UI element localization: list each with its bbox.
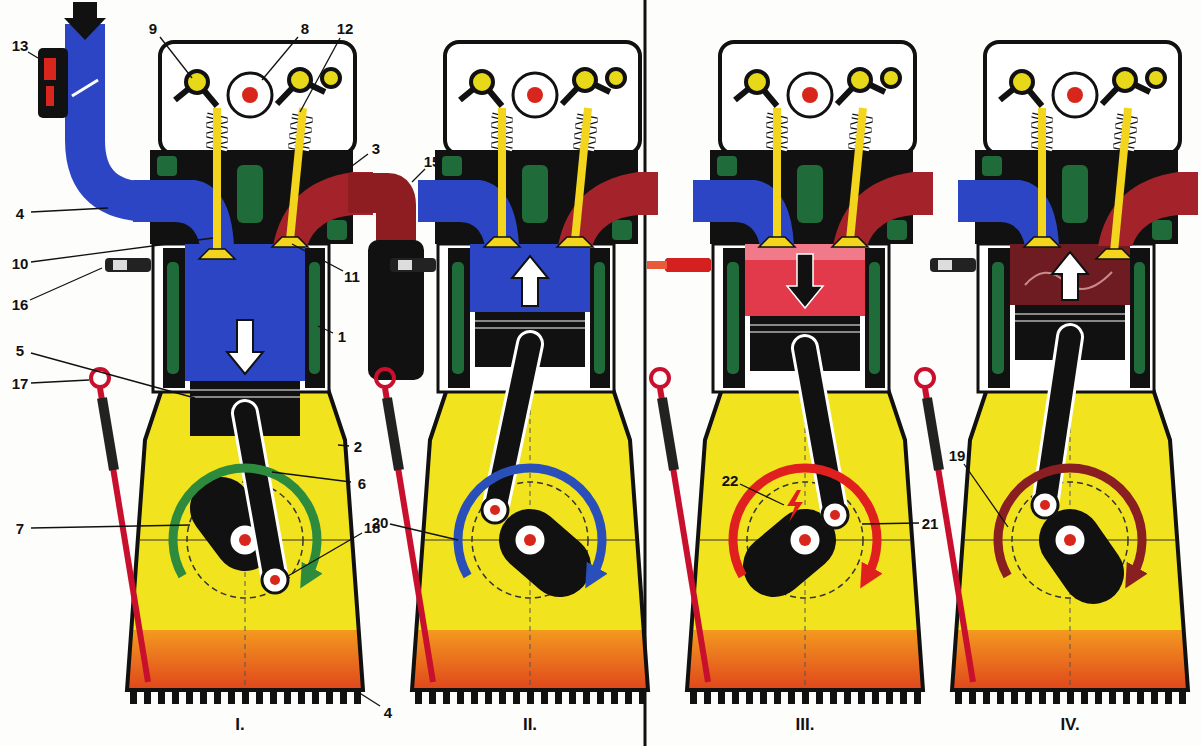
callout-number: 19 <box>949 448 966 463</box>
callout-number: 10 <box>12 256 29 271</box>
callout-number: 17 <box>12 376 29 391</box>
leader-lines <box>28 37 1008 706</box>
callout-number: 16 <box>12 297 29 312</box>
callout-number: 5 <box>16 343 24 358</box>
callout-number: 4 <box>16 206 24 221</box>
stroke-numeral: II. <box>523 716 537 733</box>
stroke-numeral: III. <box>796 716 815 733</box>
callout-number: 4 <box>384 705 392 720</box>
compression-stroke <box>376 42 658 704</box>
callout-number: 9 <box>149 21 157 36</box>
stroke-numeral: IV. <box>1060 716 1079 733</box>
callout-number: 22 <box>722 473 739 488</box>
callout-number: 11 <box>344 269 360 284</box>
intake-stroke <box>91 42 373 704</box>
callout-number: 2 <box>354 439 362 454</box>
callout-number: 8 <box>301 21 309 36</box>
stroke-numeral: I. <box>235 716 244 733</box>
callout-number: 21 <box>922 516 939 531</box>
callout-number: 12 <box>337 21 354 36</box>
callout-number: 3 <box>372 141 380 156</box>
intake-and-exhaust-pipes <box>38 2 424 380</box>
callout-number: 15 <box>424 154 441 169</box>
callout-number: 6 <box>358 476 366 491</box>
callout-number: 13 <box>12 38 29 53</box>
exhaust-stroke <box>916 42 1198 704</box>
power-stroke <box>647 42 933 704</box>
callout-number: 18 <box>364 520 381 535</box>
callout-number: 7 <box>16 521 24 536</box>
callout-number: 1 <box>338 329 346 344</box>
